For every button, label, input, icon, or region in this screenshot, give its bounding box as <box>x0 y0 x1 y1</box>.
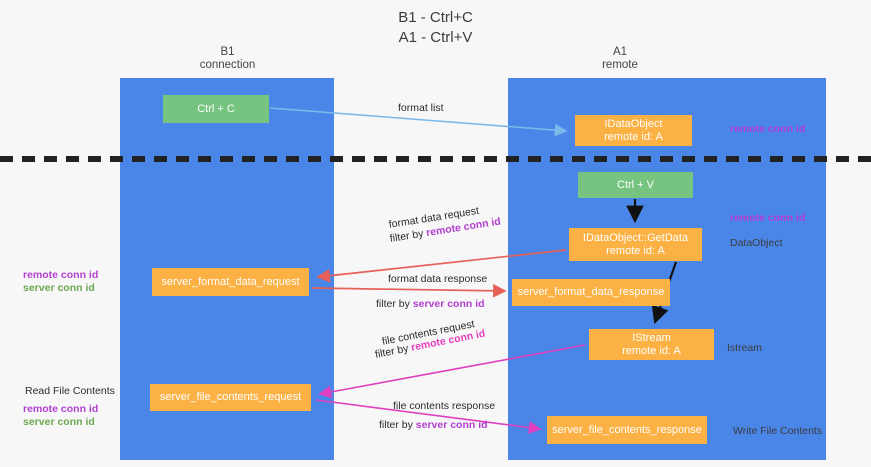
annotation-left-remote-conn-id-mid: remote conn id <box>23 269 99 281</box>
node-server-file-contents-response[interactable]: server_file_contents_response <box>547 416 707 444</box>
filter-key-server-conn-id: server conn id <box>412 298 485 310</box>
annotation-left-server-conn-id-mid: server conn id <box>23 282 95 294</box>
edge-label-file-contents-response-filter: filter by server conn id <box>379 419 488 432</box>
annotation-remote-conn-id-mid: remote conn id <box>730 212 806 224</box>
node-getdata-label: IDataObject::GetData <box>582 231 689 244</box>
node-ctrl-v[interactable]: Ctrl + V <box>578 172 693 198</box>
annotation-left-server-conn-id-bottom: server conn id <box>23 416 95 428</box>
lane-header-a1-role: remote <box>602 59 638 71</box>
node-ctrl-c[interactable]: Ctrl + C <box>163 95 269 123</box>
node-server-file-contents-request[interactable]: server_file_contents_request <box>150 384 311 411</box>
lane-header-b1-role: connection <box>199 59 256 71</box>
node-server-format-data-response[interactable]: server_format_data_response <box>512 279 670 306</box>
filter-key-server-conn-id: server conn id <box>415 419 488 431</box>
edge-label-format-list: format list <box>398 102 444 114</box>
node-server-format-data-request[interactable]: server_format_data_request <box>152 268 309 296</box>
annotation-dataobject: DataObject <box>730 237 783 249</box>
node-server-file-contents-request-label: server_file_contents_request <box>159 391 302 403</box>
node-ctrl-c-label: Ctrl + C <box>197 102 235 115</box>
node-ctrl-v-label: Ctrl + V <box>617 178 654 191</box>
filter-prefix: filter by <box>379 419 416 431</box>
edge-label-format-data-response-filter: filter by server conn id <box>376 298 485 311</box>
arrow-format-data-request <box>316 249 567 283</box>
node-server-file-contents-response-label: server_file_contents_response <box>552 423 702 436</box>
lane-header-b1-name: B1 <box>220 46 235 58</box>
arrow-file-contents-request <box>318 344 586 399</box>
annotation-write-file-contents: Write File Contents <box>733 425 823 437</box>
node-idataobject-label: IDataObject <box>604 117 663 130</box>
annotation-remote-conn-id-top: remote conn id <box>730 123 806 135</box>
node-istream-sub: remote id: A <box>622 344 681 357</box>
lane-header-b1: B1 connection <box>150 46 305 72</box>
node-istream-label: IStream <box>632 331 671 344</box>
phase-divider <box>0 156 871 162</box>
annotation-left-remote-conn-id-bottom: remote conn id <box>23 403 99 415</box>
arrow-file-contents-response <box>315 399 542 434</box>
arrow-format-data-response <box>311 284 507 298</box>
lane-header-a1-name: A1 <box>612 46 628 58</box>
lane-header-a1: A1 remote <box>540 46 700 72</box>
filter-prefix: filter by <box>376 298 413 310</box>
title-line-1: B1 - Ctrl+C <box>398 9 473 26</box>
annotation-istream: Istream <box>727 342 763 354</box>
node-istream[interactable]: IStream remote id: A <box>589 329 714 360</box>
node-idataobject-sub: remote id: A <box>604 130 663 143</box>
node-idataobject[interactable]: IDataObject remote id: A <box>575 115 692 146</box>
node-getdata[interactable]: IDataObject::GetData remote id: A <box>569 228 702 261</box>
node-getdata-sub: remote id: A <box>606 244 665 257</box>
title-line-2: A1 - Ctrl+V <box>398 29 473 46</box>
node-server-format-data-request-label: server_format_data_request <box>161 275 300 288</box>
arrow-format-list <box>269 107 568 137</box>
edge-label-file-contents-response: file contents response <box>393 400 496 412</box>
node-server-format-data-response-label: server_format_data_response <box>517 286 665 298</box>
page-title: B1 - Ctrl+C A1 - Ctrl+V <box>0 8 871 48</box>
edge-label-format-data-response: format data response <box>388 273 488 285</box>
annotation-read-file-contents: Read File Contents <box>25 385 115 397</box>
